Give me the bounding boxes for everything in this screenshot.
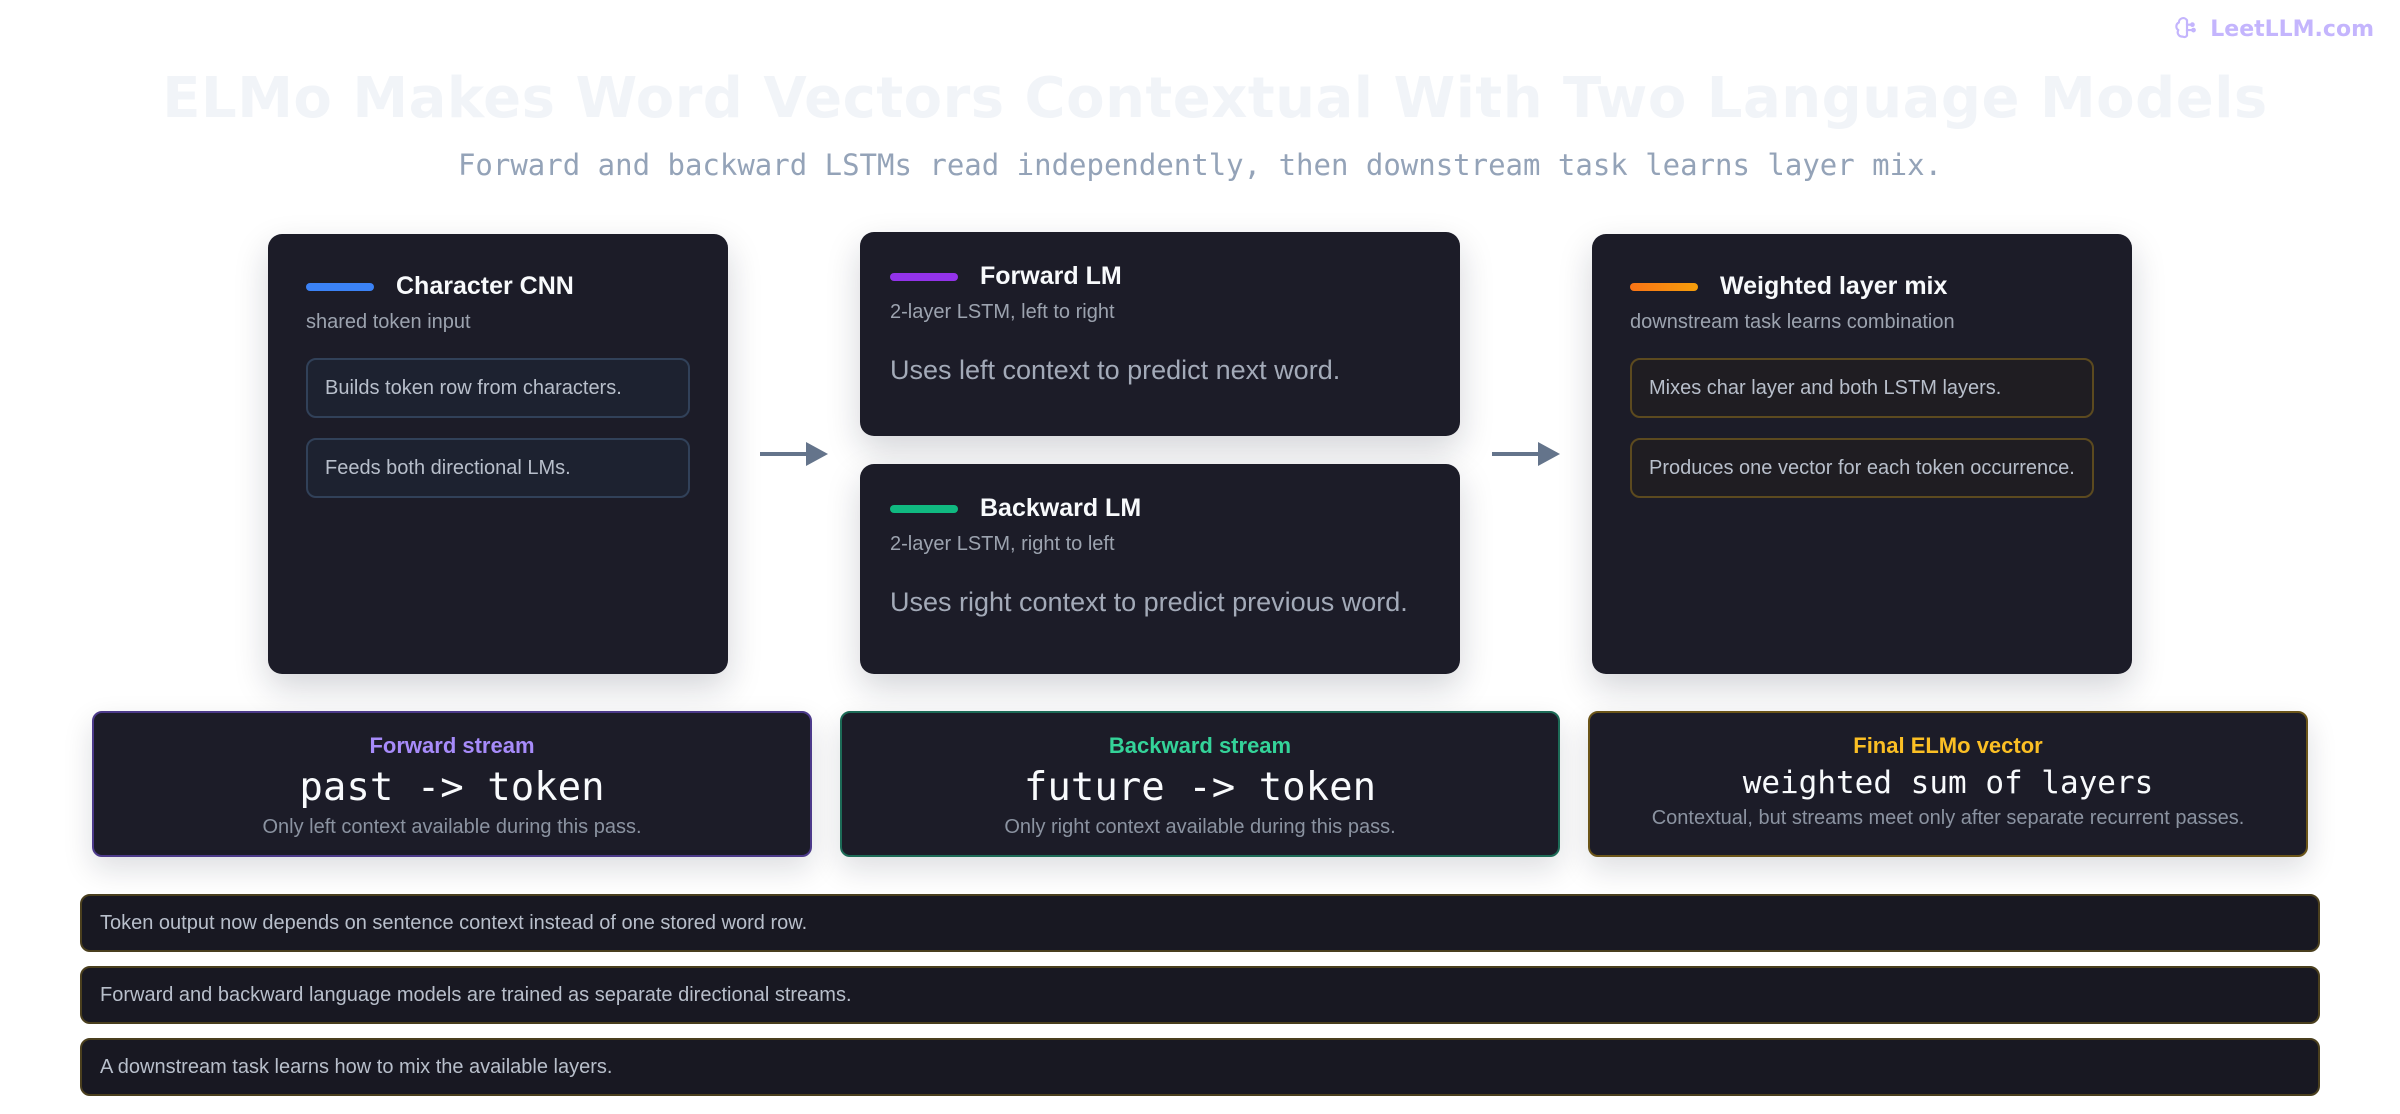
backward-lm-card: Backward LM 2-layer LSTM, right to left …: [860, 464, 1460, 674]
forward-lm-title: Forward LM: [980, 262, 1122, 290]
backward-lm-accent-bar: [890, 504, 958, 513]
forward-lm-accent-bar: [890, 272, 958, 281]
arrow-right-icon: [1492, 442, 1560, 466]
character-cnn-accent-bar: [306, 282, 374, 291]
note-row: A downstream task learns how to mix the …: [80, 1038, 2320, 1096]
weighted-mix-item: Produces one vector for each token occur…: [1630, 438, 2094, 498]
character-cnn-item: Builds token row from characters.: [306, 358, 690, 418]
backward-stream-panel: Backward stream future -> token Only rig…: [840, 711, 1560, 857]
forward-lm-subtitle: 2-layer LSTM, left to right: [890, 301, 1115, 323]
page-title: ELMo Makes Word Vectors Contextual With …: [162, 66, 2268, 131]
forward-stream-code: past -> token: [299, 765, 605, 810]
character-cnn-card: Character CNN shared token input Builds …: [268, 234, 728, 674]
character-cnn-title: Character CNN: [396, 272, 574, 300]
brand-name: LeetLLM.com: [2210, 16, 2374, 42]
weighted-mix-card: Weighted layer mix downstream task learn…: [1592, 234, 2132, 674]
backward-stream-code: future -> token: [1023, 765, 1377, 810]
forward-stream-label: Forward stream: [369, 733, 535, 758]
page-subtitle: Forward and backward LSTMs read independ…: [457, 148, 1943, 182]
note-row: Forward and backward language models are…: [80, 966, 2320, 1024]
forward-stream-panel: Forward stream past -> token Only left c…: [92, 711, 812, 857]
backward-lm-subtitle: 2-layer LSTM, right to left: [890, 533, 1115, 555]
note-row: Token output now depends on sentence con…: [80, 894, 2320, 952]
forward-stream-note: Only left context available during this …: [262, 816, 642, 838]
final-elmo-vector-panel: Final ELMo vector weighted sum of layers…: [1588, 711, 2308, 857]
character-cnn-subtitle: shared token input: [306, 311, 471, 333]
weighted-mix-subtitle: downstream task learns combination: [1630, 311, 1955, 333]
backward-lm-description: Uses right context to predict previous w…: [890, 587, 1408, 617]
arrow-right-icon: [760, 442, 828, 466]
forward-lm-description: Uses left context to predict next word.: [890, 355, 1341, 385]
final-elmo-vector-code: weighted sum of layers: [1742, 765, 2154, 801]
brand-logo[interactable]: LeetLLM.com: [2174, 16, 2374, 42]
backward-stream-note: Only right context available during this…: [1004, 816, 1396, 838]
character-cnn-item: Feeds both directional LMs.: [306, 438, 690, 498]
weighted-mix-title: Weighted layer mix: [1720, 272, 1948, 300]
brain-icon: [2175, 17, 2197, 39]
backward-stream-label: Backward stream: [1108, 733, 1292, 758]
weighted-mix-item: Mixes char layer and both LSTM layers.: [1630, 358, 2094, 418]
final-elmo-vector-note: Contextual, but streams meet only after …: [1651, 807, 2245, 829]
final-elmo-vector-label: Final ELMo vector: [1853, 733, 2043, 758]
backward-lm-title: Backward LM: [980, 494, 1142, 522]
weighted-mix-accent-bar: [1630, 282, 1698, 291]
forward-lm-card: Forward LM 2-layer LSTM, left to right U…: [860, 232, 1460, 436]
